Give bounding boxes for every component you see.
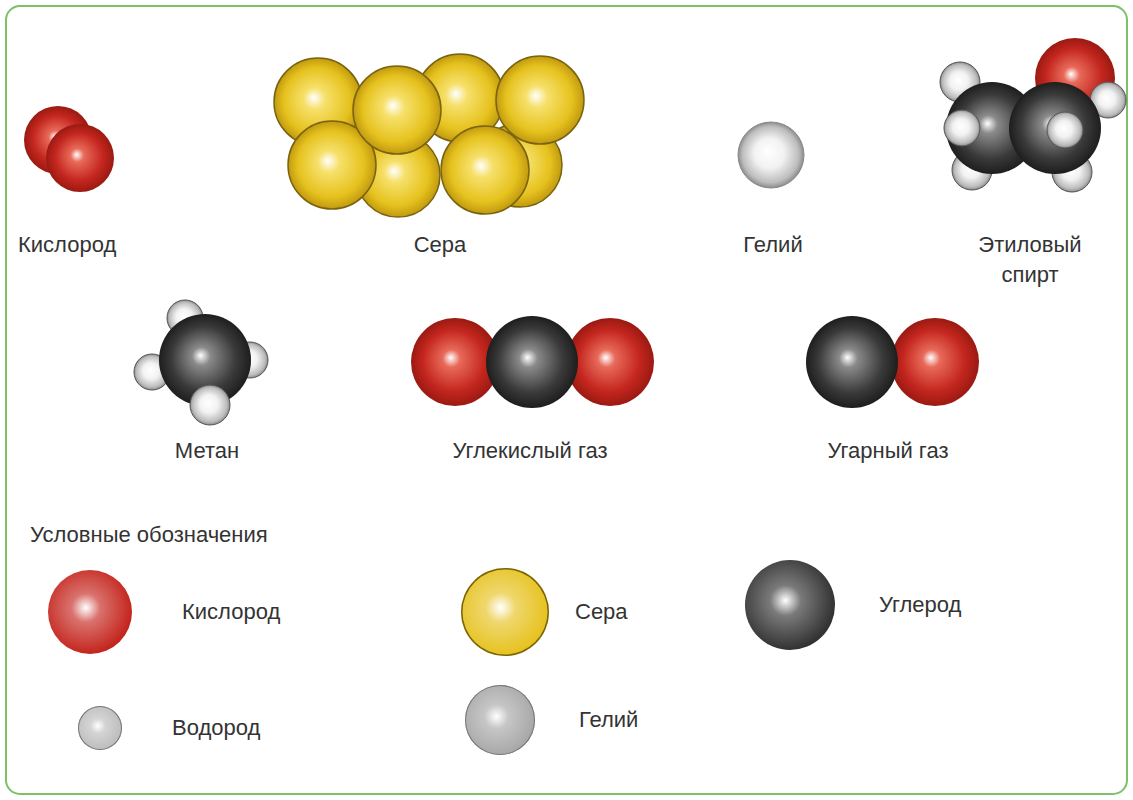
molecule-label: Углекислый газ [452, 436, 607, 466]
molecule-label: Метан [175, 436, 239, 466]
molecule-label: Гелий [743, 230, 802, 260]
carbon-monoxide-molecule [806, 316, 979, 408]
molecule-label: Угарный газ [828, 436, 949, 466]
legend-entry: Сера [461, 568, 628, 656]
legend-heading: Условные обозначения [30, 520, 268, 550]
legend-text: Сера [575, 597, 628, 627]
methane-molecule [134, 300, 268, 425]
legend-swatch [461, 568, 549, 656]
legend-swatch [745, 560, 835, 650]
carbon-dioxide-molecule [411, 316, 654, 408]
molecule-label: Сера [414, 230, 467, 260]
ethanol-molecule [940, 38, 1126, 192]
legend-text: Водород [172, 713, 260, 743]
sulfur-molecule [274, 54, 584, 217]
legend-swatch [48, 570, 132, 654]
helium-atom [738, 122, 804, 188]
legend-entry: Гелий [465, 685, 638, 755]
legend-entry: Углерод [745, 560, 961, 650]
legend-text: Кислород [182, 597, 280, 627]
legend-entry: Водород [78, 706, 260, 750]
legend-swatch [465, 685, 535, 755]
molecule-label: Кислород [18, 230, 116, 260]
oxygen-molecule [24, 106, 114, 192]
legend-text: Гелий [579, 705, 638, 735]
legend-text: Углерод [879, 590, 961, 620]
frame [6, 6, 1127, 794]
legend-swatch [78, 706, 122, 750]
legend-entry: Кислород [48, 570, 280, 654]
molecule-label: Этиловый спирт [960, 230, 1100, 290]
